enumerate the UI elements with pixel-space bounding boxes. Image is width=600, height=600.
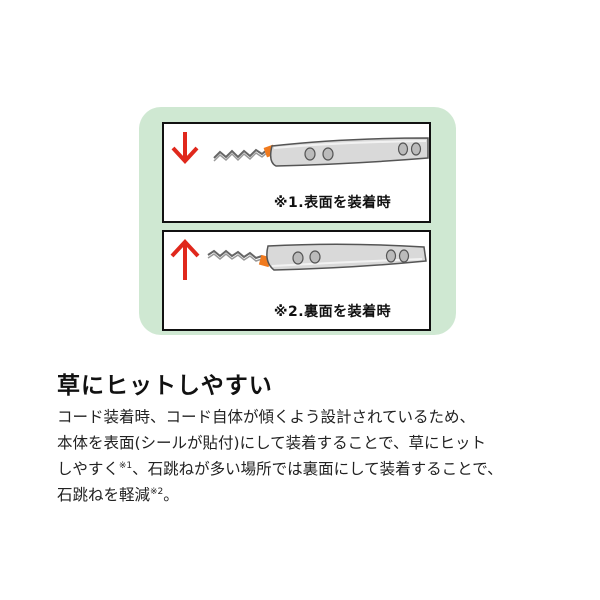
description-line-4-end: 。 [163, 486, 179, 504]
footnote-mark-2: ※2 [150, 486, 164, 497]
description-line-2: 本体を表面(シールが貼付)にして装着することで、草にヒット [57, 434, 487, 452]
description-line-4: 石跳ねを軽減※2。 [57, 482, 567, 508]
trimmer-body-icon [266, 243, 427, 271]
back-side-illustration: ※2.裏面を装着時 [162, 230, 431, 331]
front-side-svg [171, 132, 429, 167]
back-side-svg [170, 239, 427, 280]
up-arrow-icon [170, 239, 200, 280]
description-line-4-start: 石跳ねを軽減 [57, 486, 151, 504]
trimmer-cord-icon [207, 249, 272, 268]
description-line-3-end: 、石跳ねが多い場所では裏面にして装着することで、 [132, 460, 503, 478]
trimmer-body-icon [269, 137, 429, 167]
description-line-1: コード装着時、コード自体が傾くよう設計されているため、 [57, 408, 476, 426]
description-line-3: しやすく※1、石跳ねが多い場所では裏面にして装着することで、 [57, 456, 567, 482]
description: コード装着時、コード自体が傾くよう設計されているため、 本体を表面(シールが貼付… [57, 404, 567, 508]
back-side-caption: ※2.裏面を装着時 [273, 304, 392, 320]
front-side-caption: ※1.表面を装着時 [273, 195, 392, 211]
headline: 草にヒットしやすい [57, 373, 273, 399]
down-arrow-icon [171, 132, 199, 164]
description-line-3-start: しやすく [57, 460, 119, 478]
front-side-illustration: ※1.表面を装着時 [162, 122, 431, 223]
trimmer-cord-icon [213, 144, 277, 162]
footnote-mark-1: ※1 [118, 460, 133, 471]
